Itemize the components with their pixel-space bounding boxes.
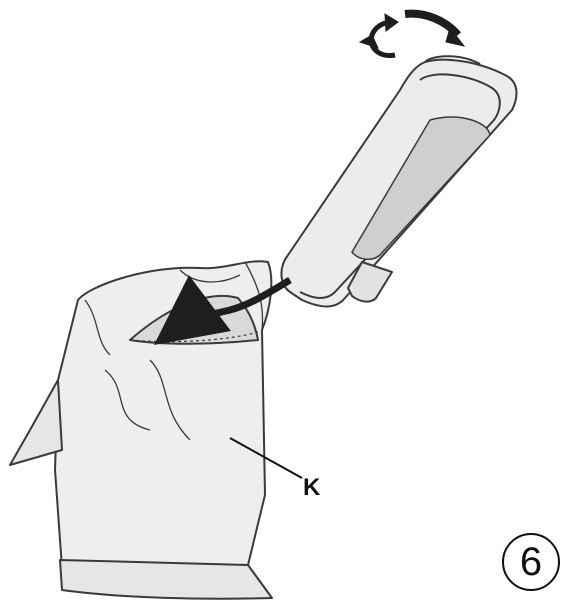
device-unit [281, 56, 516, 306]
step-number: 6 [520, 540, 542, 585]
step-number-badge: 6 [502, 533, 560, 591]
rotate-arrows-icon [360, 14, 464, 56]
callout-label-k: K [303, 474, 320, 502]
